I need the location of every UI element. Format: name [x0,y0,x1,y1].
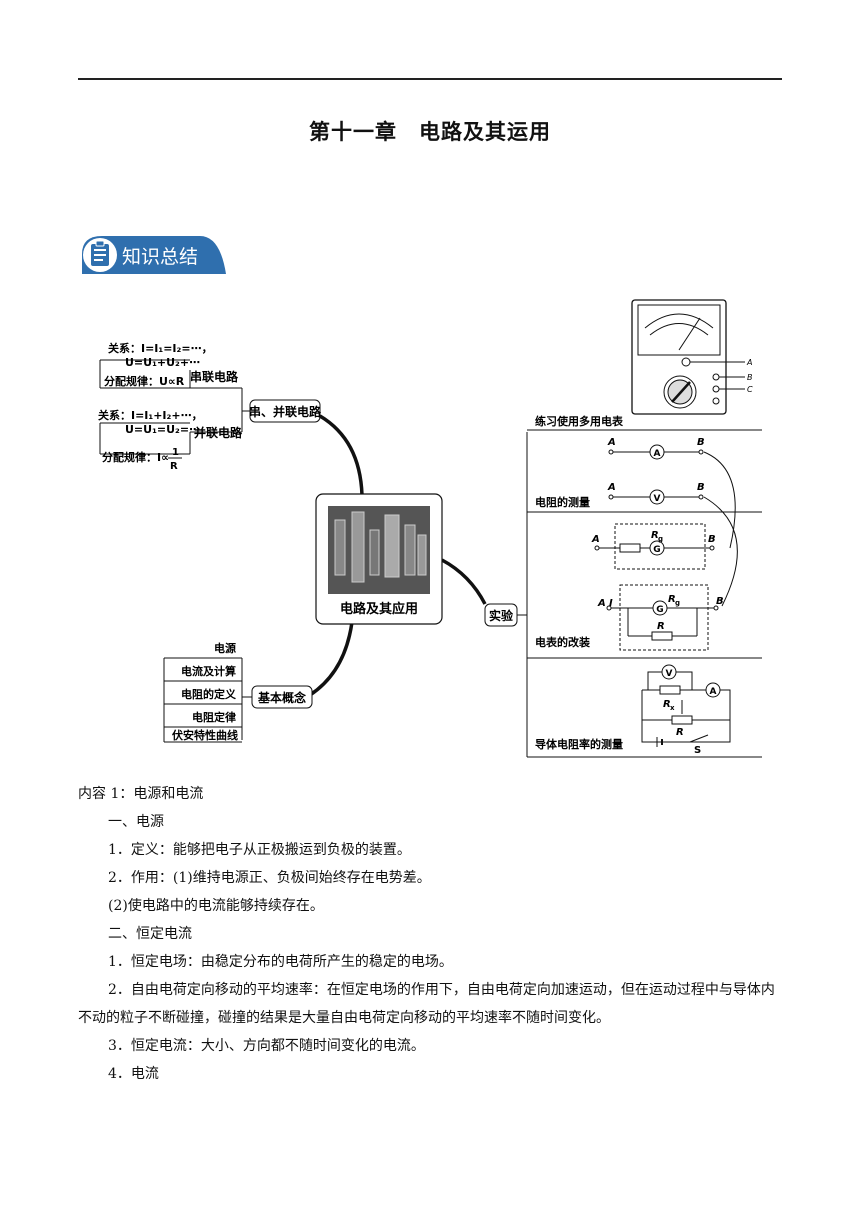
svg-text:g: g [675,599,680,607]
svg-text:伏安特性曲线: 伏安特性曲线 [172,728,238,742]
paragraph: 1．定义：能够把电子从正极搬运到负极的装置。 [108,842,411,858]
svg-text:练习使用多用电表: 练习使用多用电表 [535,414,624,428]
svg-text:分配规律：U∝R: 分配规律：U∝R [104,374,185,388]
svg-text:关系：I=I₁=I₂=⋯，: 关系：I=I₁=I₂=⋯， [108,341,213,355]
svg-text:g: g [658,535,663,543]
svg-text:V: V [666,669,673,679]
svg-text:I: I [609,598,613,609]
knowledge-summary-badge: 知识总结 [82,236,226,274]
svg-text:电阻的定义: 电阻的定义 [181,687,237,701]
page-title: 第十一章 电路及其运用 [309,120,551,144]
svg-text:电阻定律: 电阻定律 [192,710,236,724]
svg-text:串联电路: 串联电路 [190,369,239,384]
section-heading: 一、电源 [108,814,164,830]
svg-text:V: V [654,494,661,504]
svg-text:C: C [747,385,753,394]
svg-text:A: A [654,449,661,459]
multimeter-drawing [631,299,745,415]
svg-text:B: B [697,437,705,448]
svg-text:电源: 电源 [214,641,236,655]
paragraph: 2．作用：(1)维持电源正、负极间始终存在电势差。 [108,870,431,886]
paragraph: 3．恒定电流：大小、方向都不随时间变化的电流。 [108,1038,425,1054]
svg-text:R: R [657,621,665,632]
svg-text:R: R [668,594,676,605]
svg-text:A: A [591,534,600,545]
svg-text:S: S [694,745,701,756]
paragraph: 4．电流 [108,1066,159,1082]
section-heading: 二、恒定电流 [108,926,192,942]
svg-text:知识总结: 知识总结 [122,246,198,268]
svg-text:G: G [653,545,660,555]
svg-text:B: B [708,534,716,545]
content-title: 内容 1：电源和电流 [78,786,204,802]
svg-text:串、并联电路: 串、并联电路 [249,404,322,419]
header-rule [78,78,782,80]
svg-text:B: B [716,596,724,607]
svg-text:导体电阻率的测量: 导体电阻率的测量 [535,737,623,751]
svg-text:R: R [170,461,178,472]
body-text: 内容 1：电源和电流 一、电源 1．定义：能够把电子从正极搬运到负极的装置。 2… [78,780,784,1088]
paragraph: 1．恒定电场：由稳定分布的电荷所产生的稳定的电场。 [108,954,453,970]
svg-text:电阻的测量: 电阻的测量 [535,495,590,509]
svg-text:B: B [697,482,705,493]
svg-text:R: R [663,699,671,710]
paragraph: 2．自由电荷定向移动的平均速率：在恒定电场的作用下，自由电荷定向加速运动，但在运… [78,982,775,1026]
svg-text:电路及其应用: 电路及其应用 [340,601,418,617]
svg-text:U=U₁=U₂=⋯: U=U₁=U₂=⋯ [125,423,200,436]
svg-text:实验: 实验 [489,608,514,623]
svg-text:R: R [676,727,684,738]
svg-text:基本概念: 基本概念 [257,690,306,705]
svg-text:分配规律：I∝: 分配规律：I∝ [102,450,169,464]
svg-text:G: G [656,605,663,615]
mind-map: 电路及其应用 串、并联电路 串联电路 并联电路 关系：I=I₁=I₂=⋯， U=… [98,299,762,758]
svg-text:x: x [670,704,675,712]
svg-text:并联电路: 并联电路 [194,425,243,440]
svg-text:A: A [597,598,606,609]
svg-text:B: B [747,373,753,382]
svg-text:R: R [651,530,659,541]
svg-text:关系：I=I₁+I₂+⋯，: 关系：I=I₁+I₂+⋯， [98,408,203,422]
svg-text:电表的改装: 电表的改装 [535,635,590,649]
svg-text:A: A [607,437,616,448]
svg-text:U=U₁+U₂+⋯: U=U₁+U₂+⋯ [125,356,200,369]
paragraph: (2)使电路中的电流能够持续存在。 [108,898,324,914]
svg-text:A: A [710,687,717,697]
svg-text:A: A [746,358,752,367]
svg-text:电流及计算: 电流及计算 [181,664,236,678]
svg-text:1: 1 [172,447,179,458]
svg-text:A: A [607,482,616,493]
